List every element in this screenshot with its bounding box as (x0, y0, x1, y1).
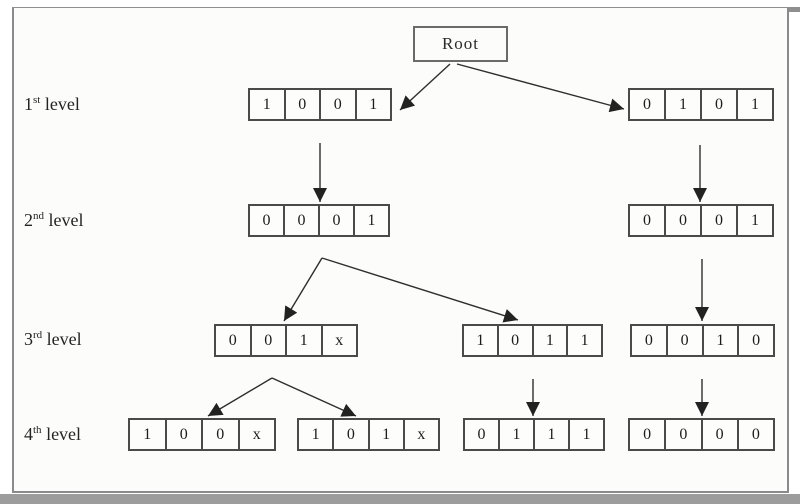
bit-cell: 1 (664, 88, 702, 121)
bit-cell: 1 (701, 324, 740, 357)
bit-cell: 1 (285, 324, 323, 357)
level-label-2: 2nd level (24, 210, 84, 230)
bit-cell: 0 (249, 324, 287, 357)
bit-cell: 0 (700, 204, 738, 237)
node-level3-mid: 1 0 1 1 (462, 324, 603, 357)
bit-cell: 1 (128, 418, 167, 451)
node-level2-right: 0 0 0 1 (628, 204, 774, 237)
bit-cell: 0 (664, 204, 702, 237)
bit-cell: 0 (463, 418, 500, 451)
bit-cell: x (320, 324, 358, 357)
node-level4-d: 0 0 0 0 (628, 418, 775, 451)
node-level3-right: 0 0 1 0 (630, 324, 775, 357)
level-label-4: 4th level (24, 424, 82, 444)
bit-cell: 1 (566, 324, 603, 357)
root-node: Root (413, 26, 508, 62)
bit-cell: 0 (214, 324, 252, 357)
node-level2-left: 0 0 0 1 (248, 204, 390, 237)
bit-cell: x (402, 418, 440, 451)
bit-cell: 1 (736, 88, 774, 121)
node-level4-c: 0 1 1 1 (463, 418, 605, 451)
bit-cell: 0 (628, 88, 666, 121)
bit-cell: 0 (318, 204, 355, 237)
bit-cell: 0 (164, 418, 203, 451)
node-level1-right: 0 1 0 1 (628, 88, 774, 121)
bit-cell: 0 (248, 204, 285, 237)
bit-cell: 0 (496, 324, 534, 357)
bit-cell: 1 (568, 418, 605, 451)
bit-cell: 1 (367, 418, 405, 451)
bit-cell: 1 (498, 418, 535, 451)
bit-cell: 1 (297, 418, 335, 451)
bit-cell: 1 (462, 324, 499, 357)
bit-cell: 1 (533, 418, 570, 451)
bit-cell: 0 (664, 418, 703, 451)
level-label-1: 1st level (24, 94, 80, 114)
bit-cell: x (237, 418, 276, 451)
node-level4-b: 1 0 1 x (297, 418, 440, 451)
node-level3-left: 0 0 1 x (214, 324, 358, 357)
bit-cell: 0 (628, 418, 667, 451)
bit-cell: 0 (201, 418, 240, 451)
bit-cell: 0 (665, 324, 704, 357)
bit-cell: 0 (332, 418, 370, 451)
bit-cell: 1 (531, 324, 569, 357)
node-level4-a: 1 0 0 x (128, 418, 276, 451)
bit-cell: 0 (283, 204, 320, 237)
bit-cell: 0 (737, 324, 775, 357)
bit-cell: 1 (248, 88, 286, 121)
bottom-scroll-strip (0, 494, 800, 504)
root-label: Root (441, 34, 480, 53)
bit-cell: 0 (630, 324, 668, 357)
bit-cell: 1 (736, 204, 774, 237)
bit-cell: 0 (736, 418, 775, 451)
bit-cell: 0 (283, 88, 321, 121)
bit-cell: 1 (354, 88, 392, 121)
bit-cell: 0 (700, 88, 738, 121)
bit-cell: 0 (319, 88, 357, 121)
bit-cell: 0 (700, 418, 739, 451)
bit-cell: 1 (353, 204, 390, 237)
node-level1-left: 1 0 0 1 (248, 88, 392, 121)
level-label-3: 3rd level (24, 329, 82, 349)
bit-cell: 0 (628, 204, 666, 237)
